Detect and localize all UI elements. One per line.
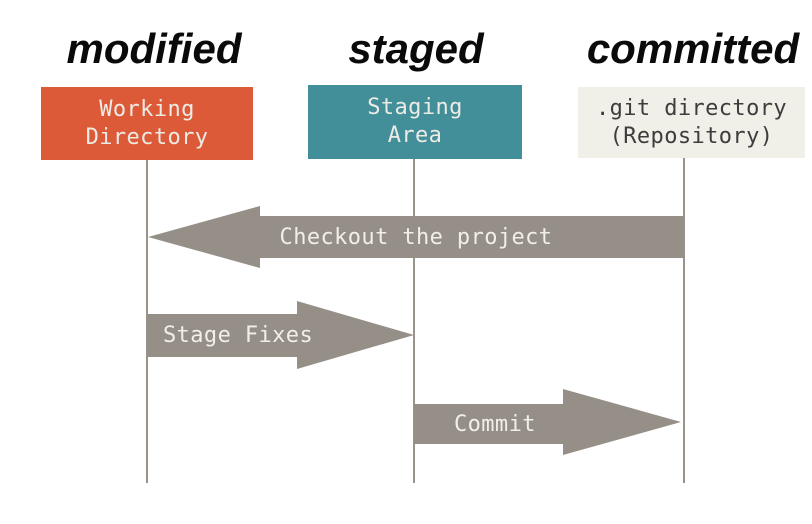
commit-arrow: Commit (414, 389, 681, 455)
commit-arrow-shaft (414, 404, 563, 444)
state-label-committed: committed (586, 25, 800, 72)
git-directory-box: .git directory (Repository) (578, 87, 805, 158)
staging-area-lifeline (413, 159, 415, 483)
working-directory-box: Working Directory (41, 87, 253, 160)
git-directory-box-line2: (Repository) (609, 123, 774, 149)
repository-lifeline (683, 158, 685, 483)
checkout-arrow-label: Checkout the project (279, 224, 553, 250)
checkout-arrowhead-left-icon (148, 206, 260, 268)
staging-area-box-line2: Area (387, 123, 443, 148)
stage-fixes-arrow-shaft (147, 314, 297, 357)
checkout-arrow: Checkout the project (148, 206, 684, 268)
staging-area-box: Staging Area (308, 85, 522, 159)
commit-arrowhead-right-icon (563, 389, 681, 455)
stage-fixes-arrow: Stage Fixes (147, 301, 414, 369)
working-directory-box-line1: Working (99, 96, 195, 122)
staging-area-box-line1: Staging (367, 95, 463, 120)
checkout-arrow-shaft (260, 216, 684, 258)
git-directory-box-line1: .git directory (595, 95, 788, 121)
commit-arrow-label: Commit (454, 411, 536, 437)
state-label-modified: modified (66, 25, 242, 72)
stage-fixes-arrowhead-right-icon (297, 301, 414, 369)
working-directory-box-line2: Directory (85, 124, 209, 150)
stage-fixes-arrow-label: Stage Fixes (163, 323, 314, 348)
state-label-staged: staged (348, 25, 484, 72)
